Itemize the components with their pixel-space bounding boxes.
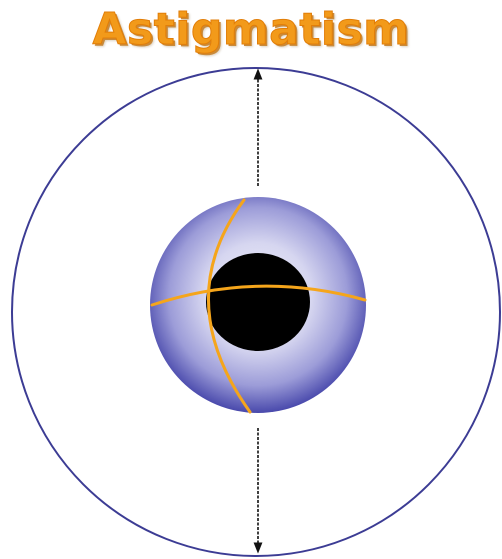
pupil [206, 253, 310, 351]
